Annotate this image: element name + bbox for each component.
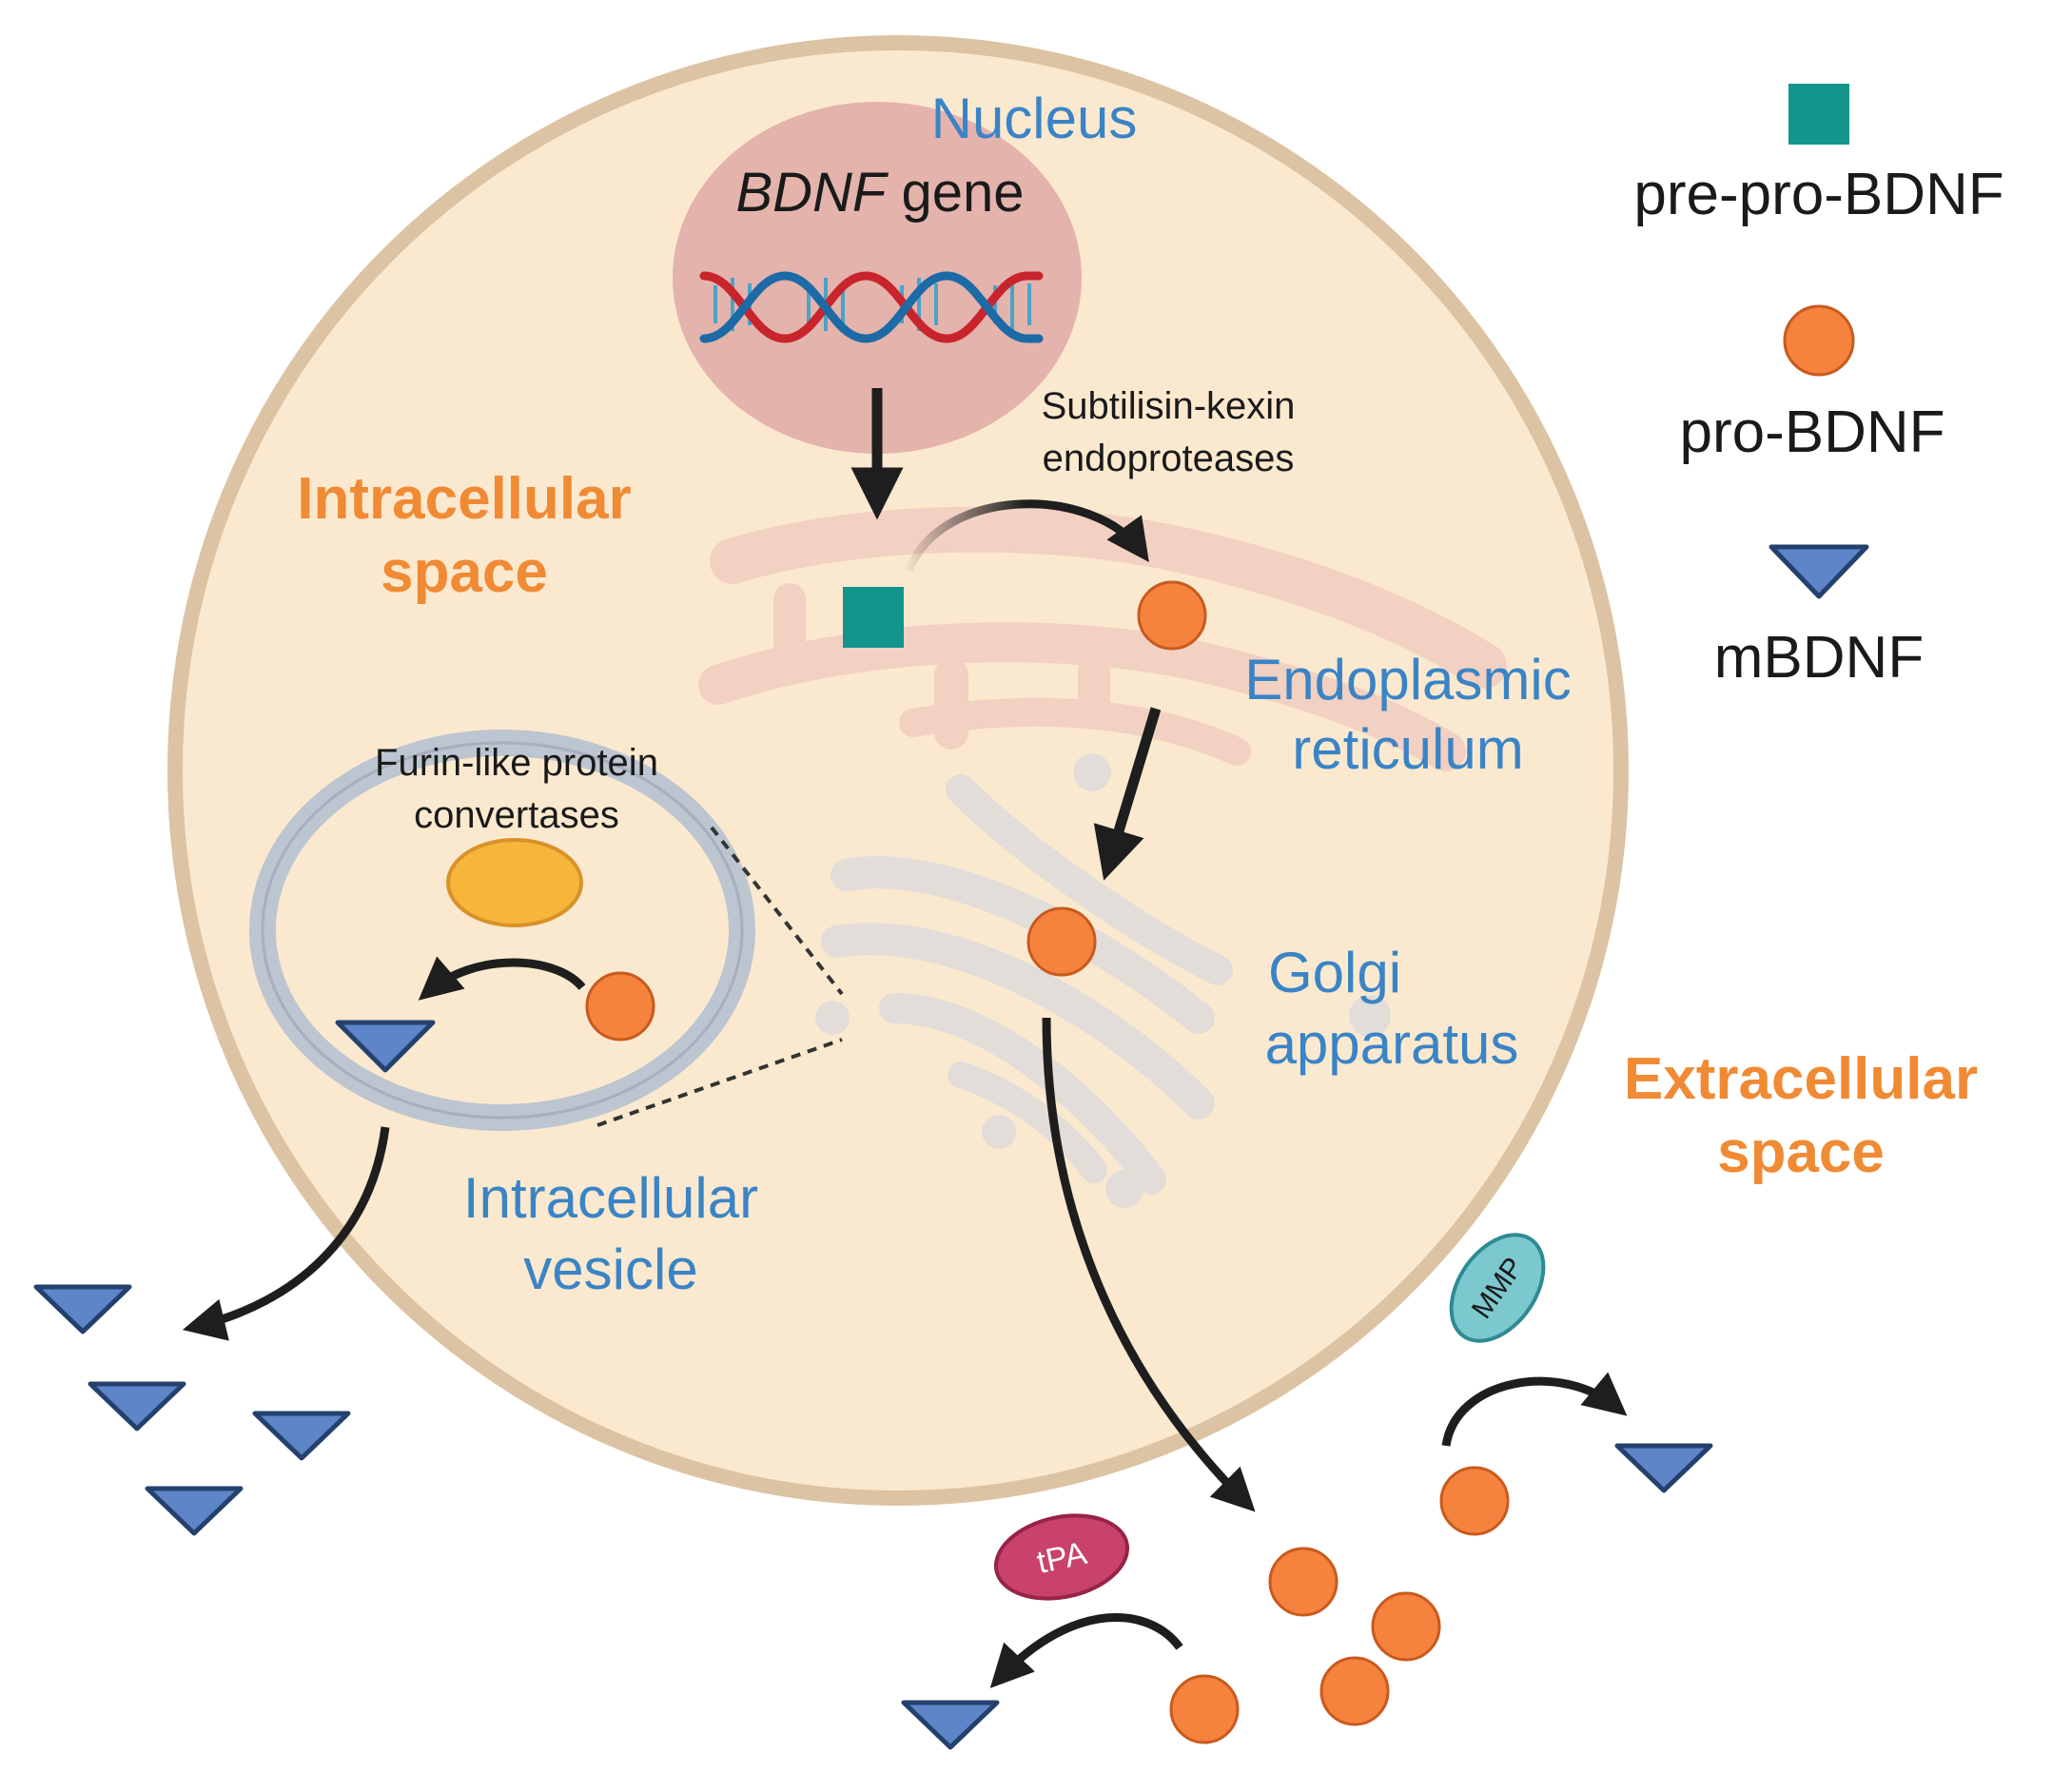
mbdnf-secreted (145, 1486, 244, 1536)
vesicle-secretion-arrow (182, 1126, 390, 1341)
legend-mbdnf-label: mBDNF (1714, 625, 1924, 691)
tpa-cleavage-arrow (989, 1613, 1183, 1688)
pro-bdnf-extracellular (1268, 1547, 1339, 1617)
legend: pre-pro-BDNF pro-BDNF mBDNF (1633, 84, 2004, 691)
intracellular-space-label-line2: space (381, 539, 548, 605)
cleavage-arrow-er (904, 499, 1149, 573)
pro-bdnf-extracellular (1319, 1656, 1390, 1726)
furin-label-line2: convertases (414, 794, 619, 836)
vesicle-label-line2: vesicle (523, 1237, 697, 1301)
tpa-enzyme-icon: tPA (993, 1513, 1130, 1601)
pro-bdnf-vesicle (585, 971, 655, 1042)
pro-bdnf-markers (585, 580, 1510, 1744)
nucleus-label: Nucleus (931, 87, 1138, 150)
mmp-cleavage-arrow (1441, 1372, 1628, 1447)
subtilisin-label-line2: endoproteases (1043, 438, 1295, 479)
pro-bdnf-extracellular (1371, 1591, 1441, 1662)
pro-bdnf-extracellular (1169, 1674, 1240, 1744)
legend-mbdnf-triangle (1769, 544, 1869, 599)
pre-pro-bdnf-marker (843, 587, 904, 648)
golgi-apparatus (821, 774, 1233, 1195)
pro-bdnf-er (1137, 580, 1207, 651)
pro-bdnf-extracellular (1439, 1466, 1510, 1536)
er-to-golgi-arrow (1093, 707, 1162, 881)
furin-enzyme-icon (446, 838, 583, 927)
legend-pre-pro-bdnf-label: pre-pro-BDNF (1633, 162, 2003, 227)
zoom-indicator-lines (596, 826, 844, 1127)
furin-cleavage-arrow (418, 956, 586, 1001)
extracellular-space-label-line2: space (1717, 1120, 1885, 1185)
golgi-label-line1: Golgi (1268, 941, 1401, 1004)
endoplasmic-reticulum (698, 506, 1507, 771)
subtilisin-label-line1: Subtilisin-kexin (1042, 385, 1296, 427)
vesicle-label-line1: Intracellular (463, 1166, 758, 1230)
cell (167, 35, 1629, 1506)
mbdnf-vesicle (335, 1020, 436, 1073)
bdnf-gene-label: BDNF gene (735, 162, 1024, 224)
pro-bdnf-golgi (1026, 906, 1097, 977)
legend-pre-pro-bdnf-square (1788, 84, 1849, 145)
extracellular-space-label-line1: Extracellular (1624, 1046, 1978, 1112)
mbdnf-tpa-product (901, 1700, 1000, 1750)
legend-pro-bdnf-label: pro-BDNF (1679, 399, 1945, 465)
dna-helix-icon (699, 271, 1044, 343)
er-label-line1: Endoplasmic (1244, 648, 1572, 711)
mbdnf-secreted (33, 1284, 132, 1334)
golgi-vesicles (815, 753, 1391, 1208)
golgi-label-line2: apparatus (1265, 1012, 1519, 1076)
mbdnf-markers (33, 1020, 1713, 1750)
mbdnf-secreted (252, 1411, 351, 1461)
er-label-line2: reticulum (1292, 717, 1523, 781)
intracellular-vesicle (249, 730, 755, 1131)
golgi-secretion-arrow (1042, 1017, 1256, 1512)
intracellular-space-label-line1: Intracellular (297, 466, 631, 532)
furin-label-line1: Furin-like protein (375, 742, 658, 784)
mmp-enzyme-icon: MMP (1449, 1233, 1546, 1343)
mbdnf-mmp-product (1614, 1443, 1713, 1493)
mbdnf-secreted (88, 1381, 186, 1432)
legend-pro-bdnf-circle (1783, 304, 1855, 377)
